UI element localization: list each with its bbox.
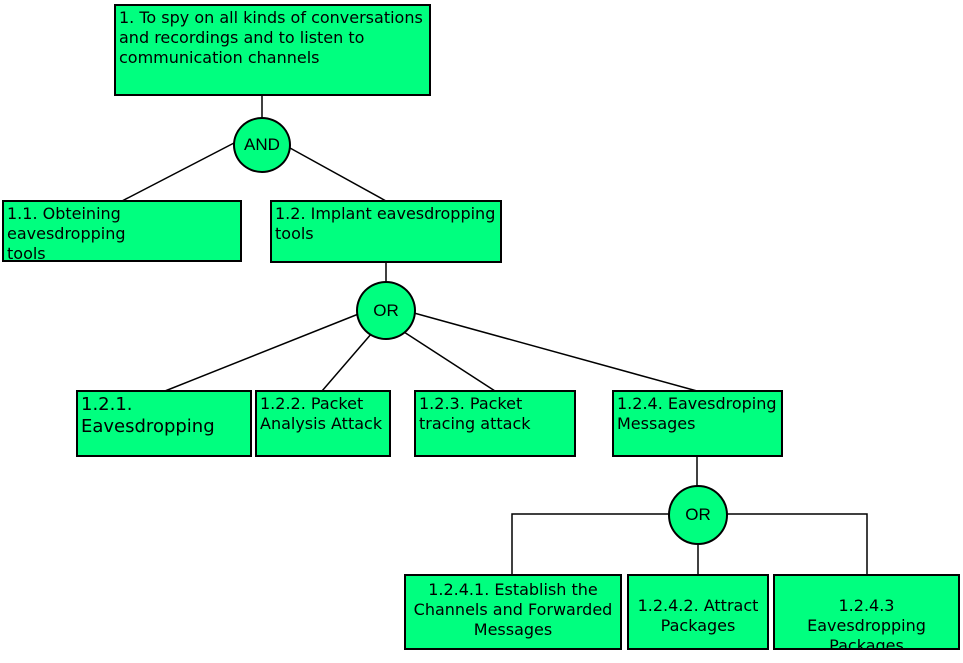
and-gate-label: AND [244, 135, 280, 154]
edge-or1-n122 [321, 332, 373, 392]
node-1-2-4: 1.2.4. Eavesdroping Messages [612, 390, 783, 457]
edge-or1-n124 [413, 312, 698, 392]
node-1-2: 1.2. Implant eavesdropping tools [270, 200, 502, 263]
edge-and-n12 [289, 147, 387, 202]
edge-or1-n123 [403, 331, 496, 392]
node-1-2-2: 1.2.2. Packet Analysis Attack [255, 390, 391, 457]
or-gate-2-label: OR [685, 505, 711, 524]
node-1-2-4-3: 1.2.4.3 Eavesdropping Packages [773, 574, 960, 650]
edge-or2-n1243 [727, 513, 868, 575]
node-1-1: 1.1. Obteining eavesdropping tools [2, 200, 242, 262]
or-gate-1: OR [356, 281, 416, 340]
root-goal-node: 1. To spy on all kinds of conversations … [114, 4, 431, 96]
edge-and-n11 [121, 142, 235, 202]
or-gate-1-label: OR [373, 300, 399, 320]
and-gate: AND [233, 117, 291, 173]
edge-or2-n1241 [511, 513, 669, 575]
node-1-2-1: 1.2.1. Eavesdropping [76, 390, 252, 457]
edge-or1-n121 [164, 310, 367, 392]
or-gate-2: OR [668, 485, 728, 545]
node-1-2-4-1: 1.2.4.1. Establish the Channels and Forw… [404, 574, 622, 650]
node-1-2-3: 1.2.3. Packet tracing attack [414, 390, 576, 457]
node-1-2-4-2: 1.2.4.2. Attract Packages [627, 574, 769, 650]
